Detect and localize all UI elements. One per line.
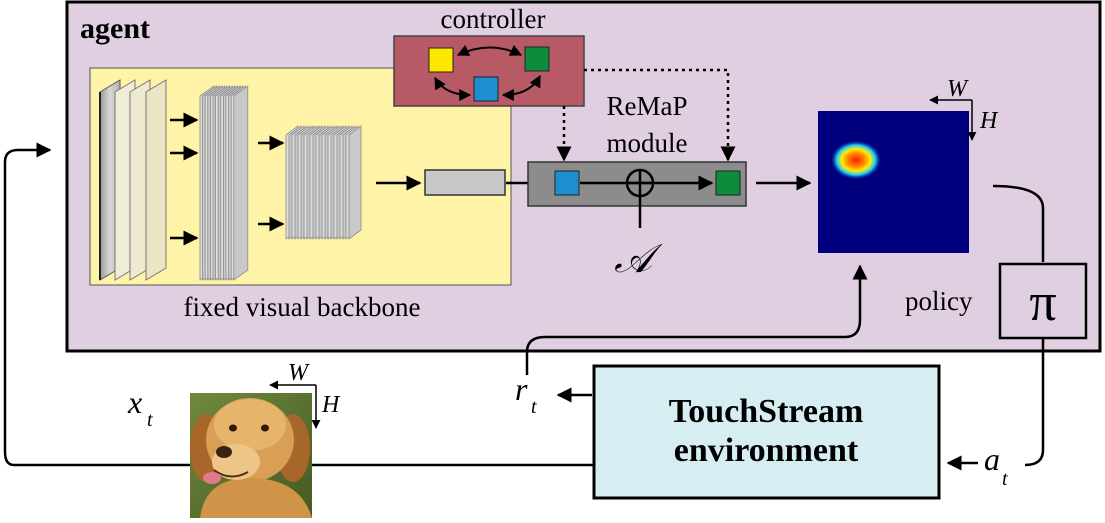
map-axis-h-label: H [979,108,999,134]
map-axis-w-label: W [947,76,969,102]
remap-unit-blue [554,170,580,196]
action-signal-sub: t [1002,468,1008,490]
remap-label-1: ReMaP [607,91,688,121]
map-to-policy-line [992,184,1045,262]
action-map-hotspot [830,140,882,180]
feature-map-sheet [348,125,362,240]
policy-box [998,262,1088,340]
feature-vector [424,169,506,196]
controller-link-top [456,44,523,56]
controller-label: controller [441,4,546,34]
controller-unit-green [524,46,550,72]
controller-unit-blue [473,76,499,102]
image-axis-w-label: W [288,360,310,386]
environment-label-1: TouchStream [669,393,864,430]
policy-symbol: π [1029,272,1056,332]
reward-signal-sub: t [531,396,537,418]
environment-label-2: environment [674,432,859,469]
agent-label: agent [80,12,150,45]
policy-label: policy [905,286,973,316]
backbone-layer-1 [99,79,167,281]
observation-input-line [3,142,52,467]
policy-output-line [1024,338,1045,467]
controller-link-right [501,74,541,101]
remap-label-2: module [607,128,688,158]
controller-link-left [434,76,472,101]
action-map [818,111,969,253]
controller-unit-yellow [428,47,454,73]
backbone-label: fixed visual backbone [184,292,421,322]
feature-map-sheet [233,85,249,281]
control-line-green [584,68,736,162]
observation-signal-main: x [127,384,142,420]
image-axis-h-label: H [321,392,341,418]
environment-box [592,364,941,500]
backbone-layer-2 [199,85,249,281]
remap-unit-green [715,170,741,196]
action-signal-main: a [984,441,1000,477]
reward-feedback-line [525,264,868,375]
backbone-layer-3 [285,125,362,240]
input-image-dog [190,393,312,518]
reward-signal-main: r [515,371,528,407]
observation-signal-sub: t [147,409,153,431]
